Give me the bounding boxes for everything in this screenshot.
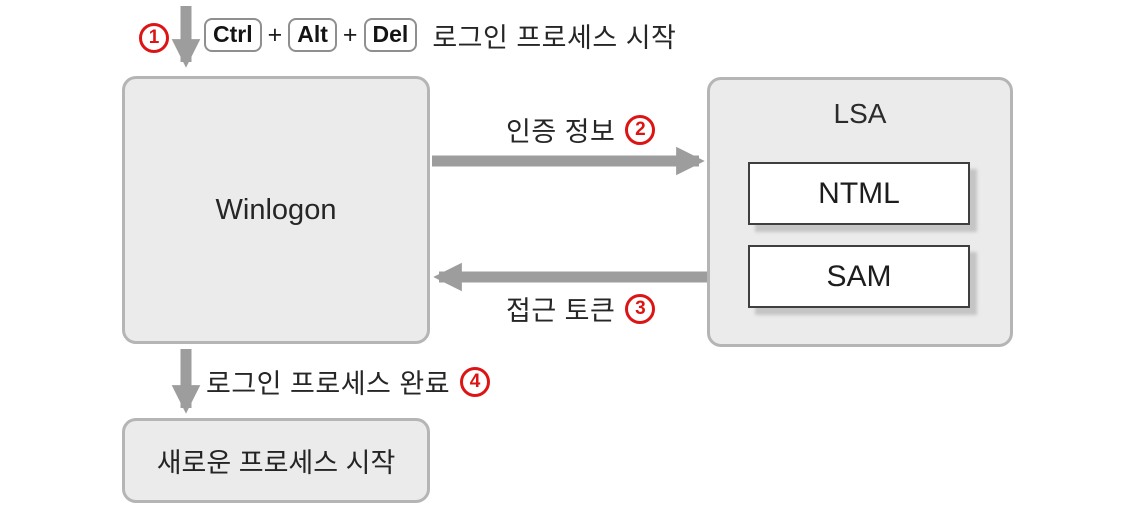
step3-label: 접근 토큰 xyxy=(506,296,616,326)
del-key: Del xyxy=(363,18,418,52)
step4-label: 로그인 프로세스 완료 xyxy=(206,369,451,399)
sam-node: SAM xyxy=(748,245,970,308)
step1-label: 로그인 프로세스 시작 xyxy=(432,22,677,53)
ctrl-key: Ctrl xyxy=(204,18,262,52)
step4-label-row: 로그인 프로세스 완료 4 xyxy=(206,362,491,401)
plus-separator: + xyxy=(267,20,283,49)
sam-label: SAM xyxy=(826,259,892,293)
step-badge-2: 2 xyxy=(625,114,656,145)
new-process-node: 새로운 프로세스 시작 xyxy=(122,418,430,503)
step-badge-3: 3 xyxy=(625,293,656,324)
ntml-node: NTML xyxy=(748,162,970,225)
ntml-label: NTML xyxy=(818,176,900,210)
step3-label-row: 접근 토큰 3 xyxy=(506,289,656,328)
winlogon-label: Winlogon xyxy=(215,193,337,226)
step2-label: 인증 정보 xyxy=(506,117,616,147)
lsa-node: LSA NTML SAM xyxy=(707,77,1013,347)
winlogon-node: Winlogon xyxy=(122,76,430,344)
plus-separator: + xyxy=(342,20,358,49)
step2-label-row: 인증 정보 2 xyxy=(506,110,656,149)
lsa-label: LSA xyxy=(833,98,887,129)
new-process-label: 새로운 프로세스 시작 xyxy=(156,448,396,478)
step-badge-1: 1 xyxy=(139,23,169,53)
step-badge-4: 4 xyxy=(460,366,491,397)
alt-key: Alt xyxy=(288,18,337,52)
step1-label-row: Ctrl + Alt + Del 로그인 프로세스 시작 xyxy=(204,17,676,53)
